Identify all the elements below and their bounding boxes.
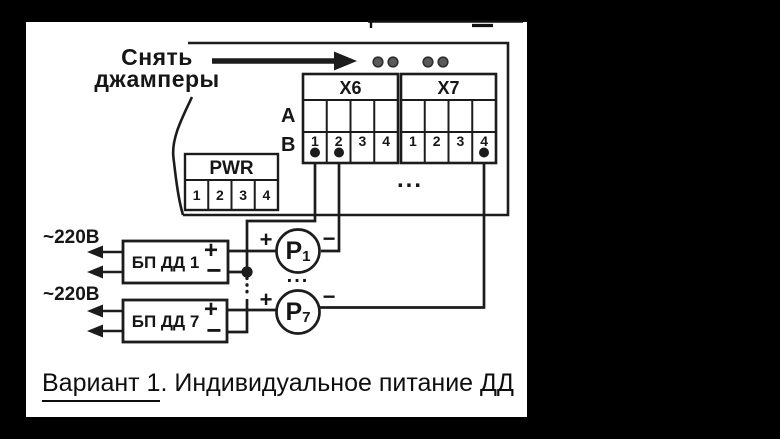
p7-plus-sign: + (259, 287, 273, 312)
x6-pin-3: 3 (358, 133, 367, 149)
remove-jumpers-arrow-icon (212, 51, 357, 71)
wire-x6b2-to-p1-minus (321, 152, 341, 253)
bp-dd7-box (121, 298, 229, 344)
caption-rest: . Индивидуальное питание ДД (160, 369, 514, 397)
voltage-label-2: ~220В (43, 284, 100, 305)
pin-connection-dots (310, 147, 489, 158)
x7-pin-1: 1 (408, 133, 417, 149)
pwr-pin-3: 3 (239, 187, 248, 203)
bp-dd1-box (121, 239, 230, 285)
bp-dd7-plus: + (203, 296, 218, 323)
p1-index: 1 (302, 247, 311, 265)
p7-letter: Р (285, 297, 303, 326)
voltage-label-1: ~220В (43, 227, 100, 248)
row-b-label: B (281, 134, 296, 156)
mains-arrows (87, 245, 123, 338)
note-remove-line2: джамперы (94, 66, 220, 92)
p1-letter: Р (285, 236, 303, 265)
sensor-p7-circle (275, 289, 321, 335)
board-outline (171, 41, 510, 217)
x7-pin-3: 3 (456, 133, 465, 149)
pwr-label: PWR (209, 158, 254, 179)
note-remove-line1: Снять (121, 44, 193, 70)
x7-pin-2: 2 (432, 133, 441, 149)
figure-caption: Вариант 1. Индивидуальное питание ДД (42, 369, 514, 402)
pwr-block-grid (183, 152, 280, 212)
caption-variant: Вариант 1 (42, 369, 161, 402)
connector-x7-grid (399, 72, 498, 165)
x6-pin-1: 1 (310, 133, 319, 149)
cropped-text-remnant (368, 20, 523, 28)
p1-plus-sign: + (259, 227, 273, 252)
junction-dot (241, 266, 253, 278)
bp-dd1-minus: − (206, 255, 222, 285)
wire-x7b4-to-p7-minus (320, 152, 486, 309)
p7-index: 7 (302, 308, 311, 326)
wire-x6b1-to-bp1-minus (245, 152, 317, 272)
connector-x6-grid (301, 72, 400, 165)
jumper-dots (372, 56, 449, 68)
sensor-p1-circle (275, 228, 321, 274)
row-a-label: A (281, 105, 296, 127)
bp-dd7-minus: − (206, 315, 222, 345)
x7-pin-4: 4 (480, 133, 489, 149)
wire-bp7-minus-stub (227, 299, 249, 334)
x6-pin-4: 4 (382, 133, 391, 149)
connector-x6-label: X6 (339, 78, 362, 98)
bp-dd1-label: БП ДД 1 (131, 253, 200, 272)
sensors-ellipsis: ... (286, 265, 310, 287)
p1-minus-sign: − (322, 226, 336, 251)
connector-x7-label: X7 (437, 78, 460, 98)
pwr-pin-2: 2 (215, 187, 224, 203)
pwr-pin-4: 4 (262, 187, 271, 203)
board-ellipsis: ... (396, 166, 423, 193)
bp-dd7-label: БП ДД 7 (131, 312, 200, 331)
bp-dd1-plus: + (203, 237, 218, 264)
p7-minus-sign: − (322, 284, 336, 309)
x6-pin-2: 2 (334, 133, 343, 149)
pwr-pin-1: 1 (192, 187, 201, 203)
wires (227, 152, 486, 334)
